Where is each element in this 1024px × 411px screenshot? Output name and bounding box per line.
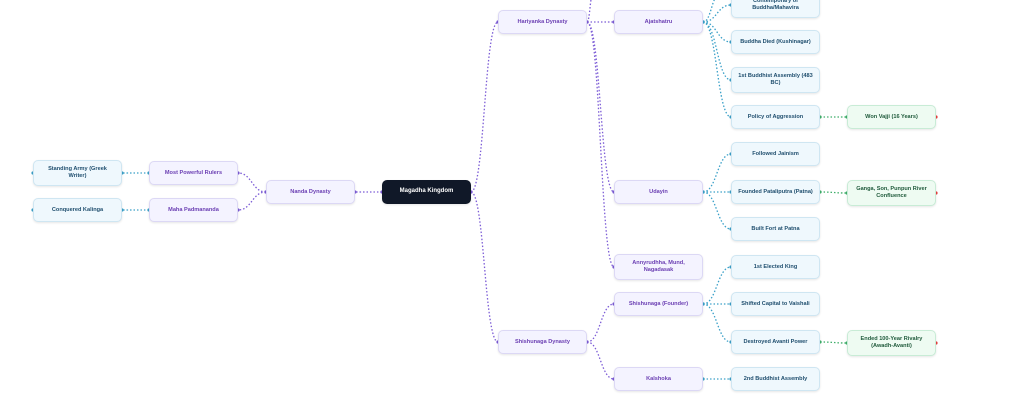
node-pataliputra[interactable]: Founded Pataliputra (Patna) — [731, 180, 820, 204]
node-ganga[interactable]: Ganga, Son, Punpun River Confluence — [847, 180, 936, 206]
node-label: Ended 100-Year Rivalry (Awadh-Avanti) — [860, 336, 923, 349]
node-label: Policy of Aggression — [747, 113, 804, 120]
edge-pataliputra-ganga — [819, 191, 848, 194]
node-label: Shishunaga (Founder) — [628, 300, 689, 307]
node-label: Founded Pataliputra (Patna) — [738, 188, 813, 195]
node-elected[interactable]: 1st Elected King — [731, 255, 820, 279]
node-label: Conquered Kalinga — [51, 206, 104, 213]
node-label: Built Fort at Patna — [751, 225, 800, 232]
node-jainism[interactable]: Followed Jainism — [731, 142, 820, 166]
edge-udayin-jainism — [702, 153, 732, 193]
node-label: Annyrudhha, Mund, Nagadasak — [632, 260, 685, 273]
node-assembly1[interactable]: 1st Buddhist Assembly (483 BC) — [731, 67, 820, 93]
edge-shishunaga_d-shishunaga_f — [586, 303, 615, 343]
node-kalinga[interactable]: Conquered Kalinga — [33, 198, 122, 222]
node-label: Udayin — [649, 188, 668, 195]
node-label: Destroyed Avanti Power — [743, 338, 808, 345]
node-magadha[interactable]: Magadha Kingdom — [382, 180, 471, 204]
node-label: 2nd Buddhist Assembly — [743, 375, 808, 382]
node-army[interactable]: Standing Army (Greek Writer) — [33, 160, 122, 186]
edge-shishunaga_d-kalshoka — [586, 341, 615, 380]
node-shishunaga-f[interactable]: Shishunaga (Founder) — [614, 292, 703, 316]
node-label: Shifted Capital to Vaishali — [741, 300, 810, 307]
edge-shishunaga_f-avanti — [702, 303, 732, 343]
node-rivalry[interactable]: Ended 100-Year Rivalry (Awadh-Avanti) — [847, 330, 936, 356]
node-anny[interactable]: Annyrudhha, Mund, Nagadasak — [614, 254, 703, 280]
node-label: 1st Buddhist Assembly (483 BC) — [738, 73, 813, 86]
node-maha[interactable]: Maha Padmananda — [149, 198, 238, 222]
node-label: Buddha Died (Kushinagar) — [740, 38, 811, 45]
edge-haryanka-offtop — [586, 0, 592, 23]
edge-nanda-maha — [237, 191, 267, 211]
node-label: Followed Jainism — [752, 150, 799, 157]
node-haryanka[interactable]: Hariyanka Dynasty — [498, 10, 587, 34]
node-avanti[interactable]: Destroyed Avanti Power — [731, 330, 820, 354]
edge-avanti-rivalry — [819, 341, 848, 344]
node-label: Nanda Dynasty — [290, 188, 331, 195]
node-vajji[interactable]: Won Vajji (16 Years) — [847, 105, 936, 129]
edge-udayin-fort — [702, 191, 732, 230]
edge-shishunaga_f-elected — [702, 266, 732, 305]
edge-ajatshatru-offtop2 — [702, 0, 715, 23]
node-fort[interactable]: Built Fort at Patna — [731, 217, 820, 241]
edge-haryanka-anny — [586, 21, 615, 268]
node-label: Hariyanka Dynasty — [517, 18, 568, 25]
node-label: Kalshoka — [646, 375, 671, 382]
edge-ajatshatru-policy — [702, 21, 732, 118]
edge-ajatshatru-contemporary — [702, 4, 732, 23]
node-label: Contemporary of Buddha/Mahavira — [752, 0, 799, 11]
node-label: Maha Padmananda — [168, 206, 219, 213]
node-kalshoka[interactable]: Kalshoka — [614, 367, 703, 391]
node-shishunaga-d[interactable]: Shishunaga Dynasty — [498, 330, 587, 354]
edge-magadha-shishunaga_d — [470, 191, 499, 343]
node-most-powerful[interactable]: Most Powerful Rulers — [149, 161, 238, 185]
node-label: Ajatshatru — [644, 18, 673, 25]
node-assembly2[interactable]: 2nd Buddhist Assembly — [731, 367, 820, 391]
edge-magadha-haryanka — [470, 21, 499, 193]
node-label: Most Powerful Rulers — [164, 169, 223, 176]
node-udayin[interactable]: Udayin — [614, 180, 703, 204]
edge-nanda-most_powerful — [237, 172, 267, 193]
node-policy[interactable]: Policy of Aggression — [731, 105, 820, 129]
node-label: Standing Army (Greek Writer) — [48, 166, 107, 179]
edge-ajatshatru-buddha_died — [702, 21, 732, 43]
node-nanda[interactable]: Nanda Dynasty — [266, 180, 355, 204]
node-label: Ganga, Son, Punpun River Confluence — [856, 186, 927, 199]
edge-haryanka-udayin — [586, 21, 615, 193]
node-contemporary[interactable]: Contemporary of Buddha/Mahavira — [731, 0, 820, 18]
node-buddha-died[interactable]: Buddha Died (Kushinagar) — [731, 30, 820, 54]
node-label: Magadha Kingdom — [399, 188, 454, 195]
node-vaishali[interactable]: Shifted Capital to Vaishali — [731, 292, 820, 316]
node-ajatshatru[interactable]: Ajatshatru — [614, 10, 703, 34]
node-label: Shishunaga Dynasty — [514, 338, 571, 345]
node-label: Won Vajji (16 Years) — [865, 113, 918, 120]
node-label: 1st Elected King — [753, 263, 798, 270]
